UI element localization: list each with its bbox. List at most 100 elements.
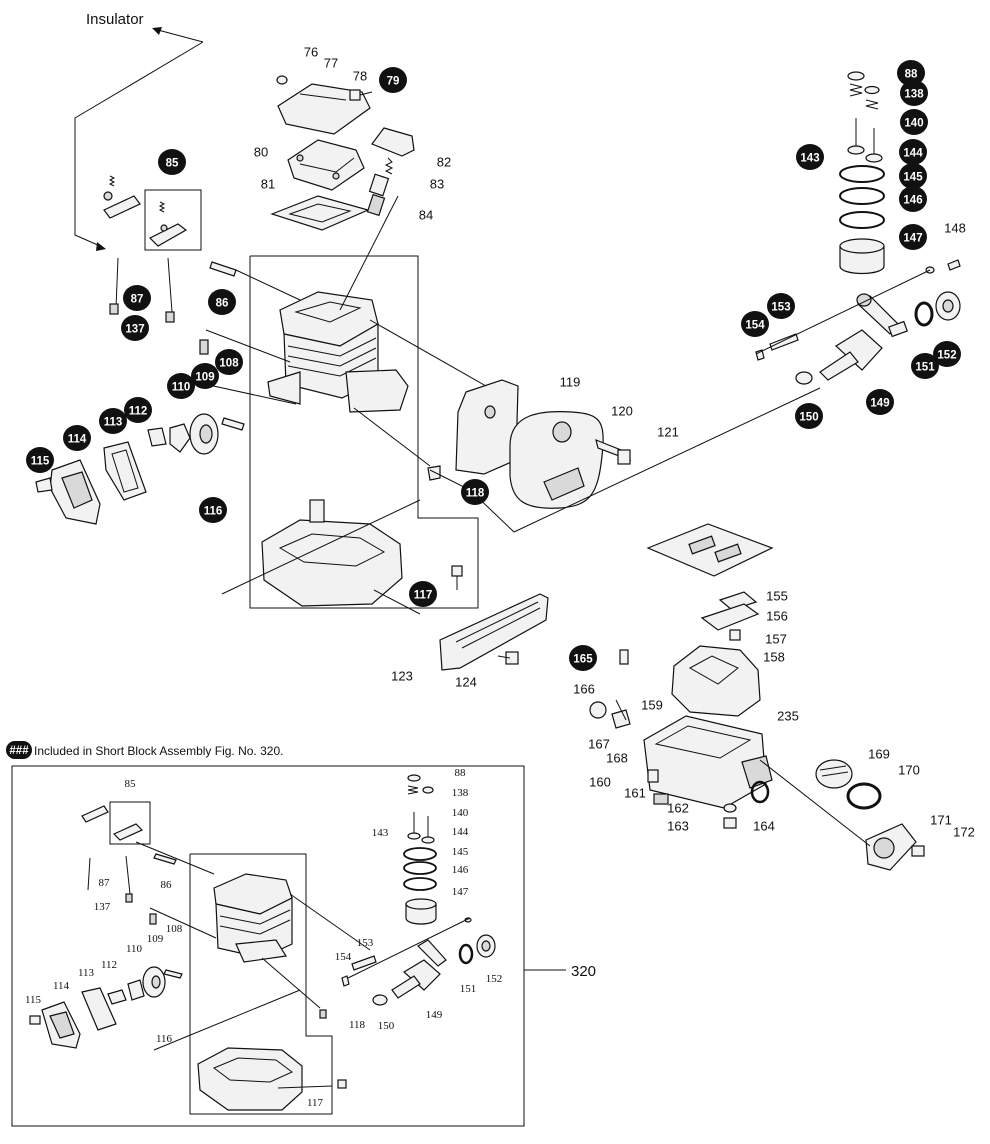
- part-badge-116: [199, 497, 227, 523]
- part-number-76: 76: [304, 45, 318, 60]
- part-number-84: 84: [419, 208, 433, 223]
- part-number-120: 120: [611, 404, 633, 419]
- short-block-part-149: 149: [426, 1009, 443, 1021]
- short-block-part-114: 114: [53, 980, 70, 992]
- part-number-145: 145: [903, 172, 923, 184]
- short-block-part-86: 86: [161, 879, 173, 891]
- part-number-164: 164: [753, 819, 775, 834]
- part-badge-108: [215, 349, 243, 375]
- part-badge-143: [796, 144, 824, 170]
- part-number-157: 157: [765, 632, 787, 647]
- short-block-part-152: 152: [486, 973, 503, 985]
- short-block-part-88: 88: [455, 767, 467, 779]
- part-number-152: 152: [937, 350, 956, 362]
- part-badge-87: [123, 285, 151, 311]
- part-number-87: 87: [131, 294, 144, 306]
- part-badge-114: [63, 425, 91, 451]
- part-badge-150: [795, 403, 823, 429]
- part-badge-165: [569, 645, 597, 671]
- part-number-123: 123: [391, 669, 413, 684]
- part-number-85: 85: [166, 158, 179, 170]
- note-marker-badge: [6, 741, 32, 759]
- short-block-part-117: 117: [307, 1097, 324, 1109]
- part-number-108: 108: [219, 358, 239, 370]
- part-number-155: 155: [766, 589, 788, 604]
- assembly-number: 320: [571, 963, 596, 980]
- part-badge-153: [767, 293, 795, 319]
- part-badge-113: [99, 408, 127, 434]
- part-number-149: 149: [870, 398, 889, 410]
- insulator-label: Insulator: [86, 11, 144, 28]
- part-number-114: 114: [68, 434, 87, 446]
- part-number-80: 80: [254, 145, 268, 160]
- short-block-part-113: 113: [78, 967, 95, 979]
- part-number-81: 81: [261, 177, 275, 192]
- part-badge-118: [461, 479, 489, 505]
- part-badge-144: [899, 139, 927, 165]
- part-number-151: 151: [915, 362, 935, 374]
- short-block-part-138: 138: [452, 787, 469, 799]
- part-badge-79: [379, 67, 407, 93]
- part-number-167: 167: [588, 737, 610, 752]
- part-number-119: 119: [560, 375, 581, 390]
- part-badge-86: [208, 289, 236, 315]
- part-number-88: 88: [905, 69, 918, 81]
- short-block-part-108: 108: [166, 923, 183, 935]
- short-block-part-109: 109: [147, 933, 164, 945]
- short-block-part-147: 147: [452, 886, 469, 898]
- part-number-166: 166: [573, 682, 595, 697]
- short-block-part-85: 85: [125, 778, 137, 790]
- part-badge-88: [897, 60, 925, 86]
- part-badge-140: [900, 109, 928, 135]
- part-badge-85: [158, 149, 186, 175]
- part-illustrations: [11, 27, 961, 1127]
- part-number-115: 115: [31, 456, 50, 468]
- part-number-147: 147: [903, 233, 922, 245]
- part-number-162: 162: [667, 801, 689, 816]
- part-badge-112: [124, 397, 152, 423]
- part-number-163: 163: [667, 819, 689, 834]
- part-number-153: 153: [771, 302, 790, 314]
- short-block-part-151: 151: [460, 983, 477, 995]
- part-number-150: 150: [799, 412, 818, 424]
- part-number-112: 112: [129, 406, 148, 418]
- short-block-part-145: 145: [452, 846, 469, 858]
- part-number-113: 113: [104, 417, 123, 429]
- part-number-172: 172: [953, 825, 975, 840]
- part-number-158: 158: [763, 650, 785, 665]
- part-badge-151: [911, 353, 939, 379]
- part-badge-115: [26, 447, 54, 473]
- part-number-154: 154: [745, 320, 765, 332]
- short-block-part-115: 115: [25, 994, 42, 1006]
- short-block-part-153: 153: [357, 937, 374, 949]
- part-number-83: 83: [430, 177, 444, 192]
- short-block-part-137: 137: [94, 901, 111, 913]
- part-number-169: 169: [868, 747, 890, 762]
- part-badge-117: [409, 581, 437, 607]
- part-number-118: 118: [466, 488, 485, 500]
- part-badge-109: [191, 363, 219, 389]
- short-block-part-87: 87: [99, 877, 111, 889]
- part-number-82: 82: [437, 155, 451, 170]
- short-block-part-116: 116: [156, 1033, 173, 1045]
- part-badge-145: [899, 163, 927, 189]
- short-block-part-150: 150: [378, 1020, 395, 1032]
- part-number-77: 77: [324, 56, 338, 71]
- part-badge-138: [900, 80, 928, 106]
- short-block-part-118: 118: [349, 1019, 366, 1031]
- part-number-168: 168: [606, 751, 628, 766]
- part-number-144: 144: [903, 148, 923, 160]
- part-badge-110: [167, 373, 195, 399]
- short-block-part-140: 140: [452, 807, 469, 819]
- short-block-part-112: 112: [101, 959, 117, 971]
- part-badge-137: [121, 315, 149, 341]
- part-number-160: 160: [589, 775, 611, 790]
- part-number-109: 109: [195, 372, 214, 384]
- part-number-116: 116: [204, 506, 223, 518]
- part-number-156: 156: [766, 609, 788, 624]
- part-number-161: 161: [624, 786, 646, 801]
- part-number-110: 110: [172, 382, 191, 394]
